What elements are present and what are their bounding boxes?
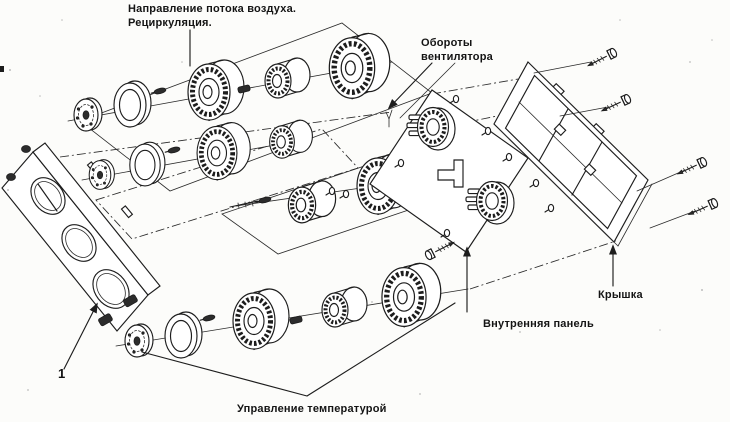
panel-tab (21, 145, 31, 153)
inner-knob (263, 56, 312, 100)
rivet (529, 178, 540, 188)
temperature-knob-assembly (115, 263, 469, 359)
leader-fan-2 (399, 62, 456, 119)
panel-hole (30, 177, 66, 215)
retainer-clip (289, 315, 303, 325)
leader-lines (63, 29, 618, 397)
screw (686, 197, 720, 220)
panel-clip (123, 294, 138, 308)
cover-rib (518, 101, 623, 204)
screw (675, 156, 709, 179)
fastener-pin (164, 145, 182, 156)
label-callout-1: 1 (58, 366, 65, 381)
lever-bracket (437, 159, 464, 188)
fan-hub (288, 181, 335, 223)
trim-ring (164, 311, 203, 359)
leader-callout-1-arrow (63, 302, 98, 370)
front-panel (1, 142, 161, 332)
knurled-knob (329, 33, 389, 98)
rivet (544, 203, 555, 213)
fastener-pin (150, 86, 168, 97)
airflow-knob-assembly (67, 33, 392, 132)
airflow-knob-assembly-2 (81, 118, 315, 190)
panel-clip (98, 313, 113, 327)
panel-hole (61, 224, 97, 262)
cover-boss (583, 163, 597, 177)
knurled-knob (197, 123, 250, 180)
indicator-disc (124, 323, 154, 358)
mounting-screws (533, 46, 720, 229)
knurled-knob (233, 289, 289, 350)
cover-rib (538, 108, 569, 162)
leader-fan-tick (385, 109, 393, 128)
knurled-knob (188, 60, 244, 121)
fastener-pin (199, 313, 217, 324)
indicator-disc (73, 97, 103, 132)
label-cover: Крышка (598, 289, 644, 301)
rivet (449, 94, 460, 104)
screw (585, 46, 619, 71)
label-fan-line2: вентилятора (421, 51, 494, 63)
screw (599, 93, 633, 116)
trim-ring (129, 141, 166, 187)
label-airflow-line1: Направление потока воздуха. (128, 3, 296, 15)
panel-notch (120, 205, 134, 219)
fastener-pin (255, 195, 273, 206)
panel-tab (6, 173, 16, 181)
label-temperature: Управление температурой (237, 403, 387, 415)
label-airflow-line2: Рециркуляция. (128, 17, 212, 29)
leader-fan-arrow (387, 62, 433, 110)
scan-noise (0, 19, 713, 395)
indicator-disc (88, 159, 115, 190)
axis-line (469, 240, 617, 290)
cover-boss (553, 123, 567, 137)
cover (493, 61, 653, 247)
axis-line (431, 78, 519, 95)
inner-knob (320, 285, 369, 329)
leader-temperature-bracket (141, 302, 456, 397)
axis-line (59, 111, 393, 158)
labels: Направление потока воздуха. Рециркуляция… (58, 3, 644, 415)
scan-edge-artifact (0, 66, 4, 72)
inner-knob (267, 118, 315, 161)
label-fan-line1: Обороты (421, 37, 472, 49)
trim-ring (113, 80, 152, 128)
label-inner-panel: Внутренняя панель (483, 318, 594, 330)
contact-pin (339, 189, 350, 199)
panel-hole (92, 269, 130, 309)
